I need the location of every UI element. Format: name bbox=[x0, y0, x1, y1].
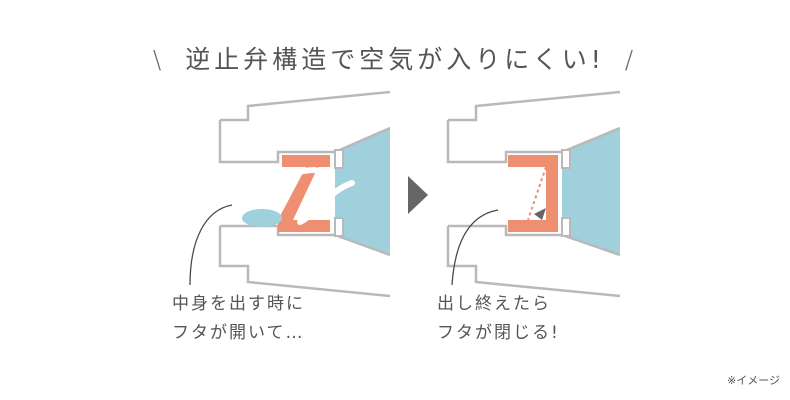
page-title: \ 逆止弁構造で空気が入りにくい! / bbox=[0, 40, 790, 76]
valve-flap-open bbox=[278, 155, 330, 232]
liquid-drop-open bbox=[242, 209, 282, 227]
caption-open-line1: 中身を出す時に bbox=[172, 294, 305, 314]
valve-open-illustration bbox=[189, 90, 391, 298]
housing-outline-top-open bbox=[218, 90, 391, 164]
valve-seat-top-closed bbox=[561, 149, 571, 169]
valve-seat-bottom-open bbox=[334, 217, 344, 237]
housing-outline-top-closed bbox=[446, 90, 621, 164]
valve-flap-closed bbox=[508, 155, 558, 232]
callout-line-open bbox=[189, 204, 233, 286]
caption-open: 中身を出す時に フタが開いて… bbox=[172, 290, 305, 348]
title-text: 逆止弁構造で空気が入りにくい! bbox=[185, 45, 605, 74]
flow-arrow-upper bbox=[297, 180, 355, 225]
caption-closed: 出し終えたら フタが閉じる! bbox=[437, 290, 560, 348]
valve-seat-top-open bbox=[334, 149, 344, 169]
caption-closed-line1: 出し終えたら bbox=[437, 294, 551, 314]
transition-arrow bbox=[408, 176, 428, 214]
callout-line-closed bbox=[451, 209, 499, 286]
caption-closed-line2: フタが閉じる! bbox=[437, 323, 560, 343]
title-right-slash: / bbox=[624, 45, 638, 74]
liquid-area-closed bbox=[562, 128, 620, 255]
valve-close-arrow bbox=[534, 208, 546, 220]
valve-closed-illustration bbox=[446, 90, 621, 298]
title-left-slash: \ bbox=[152, 45, 166, 74]
valve-seat-bottom-closed bbox=[561, 217, 571, 237]
housing-outline-bottom-closed bbox=[446, 224, 621, 298]
image-note: ※イメージ bbox=[727, 374, 780, 387]
flow-arrow-lower bbox=[247, 167, 318, 213]
liquid-area-open bbox=[335, 128, 390, 255]
caption-open-line2: フタが開いて… bbox=[172, 323, 305, 343]
